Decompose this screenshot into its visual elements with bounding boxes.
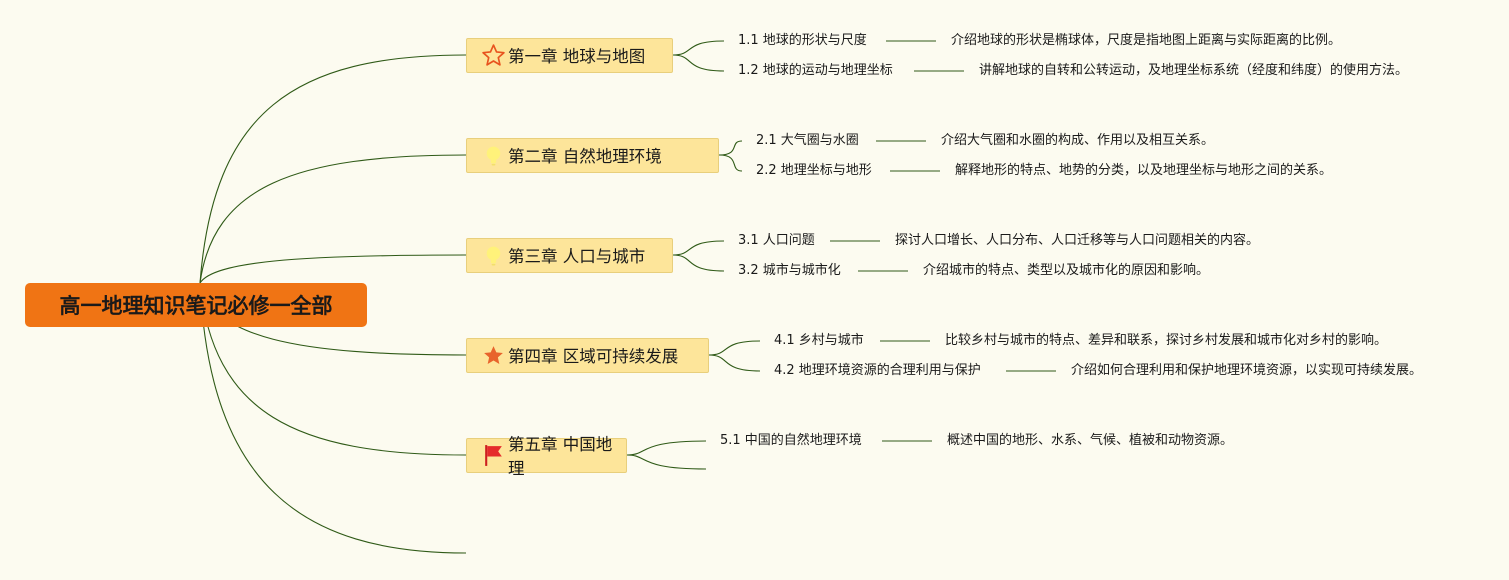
- chapter-node[interactable]: 第二章 自然地理环境: [466, 137, 719, 173]
- chapter-label: 第三章 人口与城市: [508, 247, 646, 266]
- chapter-label: 第五章 中国地理: [508, 435, 613, 478]
- chapter-node[interactable]: 第三章 人口与城市: [466, 237, 673, 273]
- root-topic[interactable]: 高一地理知识笔记必修一全部: [25, 283, 367, 327]
- chapter-label: 第一章 地球与地图: [508, 47, 646, 66]
- section-description[interactable]: 解释地形的特点、地势的分类，以及地理坐标与地形之间的关系。: [955, 163, 1333, 178]
- lightbulb-icon: [481, 243, 506, 268]
- section-title[interactable]: 1.1 地球的形状与尺度: [738, 33, 867, 48]
- chapter-node[interactable]: 第五章 中国地理: [466, 435, 627, 478]
- chapter-node[interactable]: 第四章 区域可持续发展: [466, 337, 709, 373]
- chapter-node[interactable]: 第一章 地球与地图: [466, 37, 673, 73]
- section-title[interactable]: 2.2 地理坐标与地形: [756, 163, 872, 178]
- section-title[interactable]: 2.1 大气圈与水圈: [756, 133, 859, 148]
- section-description[interactable]: 介绍城市的特点、类型以及城市化的原因和影响。: [923, 263, 1210, 278]
- lightbulb-icon: [481, 143, 506, 168]
- section-title[interactable]: 3.2 城市与城市化: [738, 263, 841, 278]
- star-outline-icon: [481, 43, 506, 68]
- root-branch-line: [199, 154, 467, 284]
- section-branch-line: [672, 54, 725, 72]
- section-description[interactable]: 比较乡村与城市的特点、差异和联系，探讨乡村发展和城市化对乡村的影响。: [945, 333, 1388, 348]
- section-title[interactable]: 3.1 人口问题: [738, 233, 815, 248]
- root-branch-line: [199, 282, 467, 456]
- section-title[interactable]: 1.2 地球的运动与地理坐标: [738, 63, 893, 78]
- section-branch-line: [708, 340, 761, 356]
- section-branch-line: [672, 240, 725, 256]
- section-description[interactable]: 介绍大气圈和水圈的构成、作用以及相互关系。: [941, 133, 1215, 148]
- section-description[interactable]: 概述中国的地形、水系、气候、植被和动物资源。: [947, 433, 1234, 448]
- section-description[interactable]: 探讨人口增长、人口分布、人口迁移等与人口问题相关的内容。: [895, 233, 1260, 248]
- section-title[interactable]: 5.1 中国的自然地理环境: [720, 433, 862, 448]
- section-branch-line: [626, 454, 707, 470]
- section-description[interactable]: 介绍如何合理利用和保护地理环境资源，以实现可持续发展。: [1071, 363, 1423, 378]
- root-branch-line: [199, 282, 467, 554]
- chapter-label: 第四章 区域可持续发展: [508, 347, 679, 366]
- root-branch-line: [199, 254, 467, 284]
- section-title[interactable]: 4.2 地理环境资源的合理利用与保护: [774, 363, 981, 378]
- section-branch-line: [718, 154, 743, 172]
- red-flag-icon: [481, 443, 506, 468]
- root-title: 高一地理知识笔记必修一全部: [59, 294, 333, 318]
- section-branch-line: [708, 354, 761, 372]
- section-branch-line: [718, 140, 743, 156]
- root-branch-line: [199, 54, 467, 284]
- section-branch-line: [626, 440, 707, 456]
- section-branch-line: [672, 254, 725, 272]
- section-title[interactable]: 4.1 乡村与城市: [774, 333, 864, 348]
- section-branch-line: [672, 40, 725, 56]
- star-filled-icon: [481, 343, 506, 368]
- section-description[interactable]: 介绍地球的形状是椭球体，尺度是指地图上距离与实际距离的比例。: [951, 33, 1342, 48]
- section-description[interactable]: 讲解地球的自转和公转运动，及地理坐标系统（经度和纬度）的使用方法。: [979, 63, 1409, 78]
- chapter-label: 第二章 自然地理环境: [508, 147, 662, 166]
